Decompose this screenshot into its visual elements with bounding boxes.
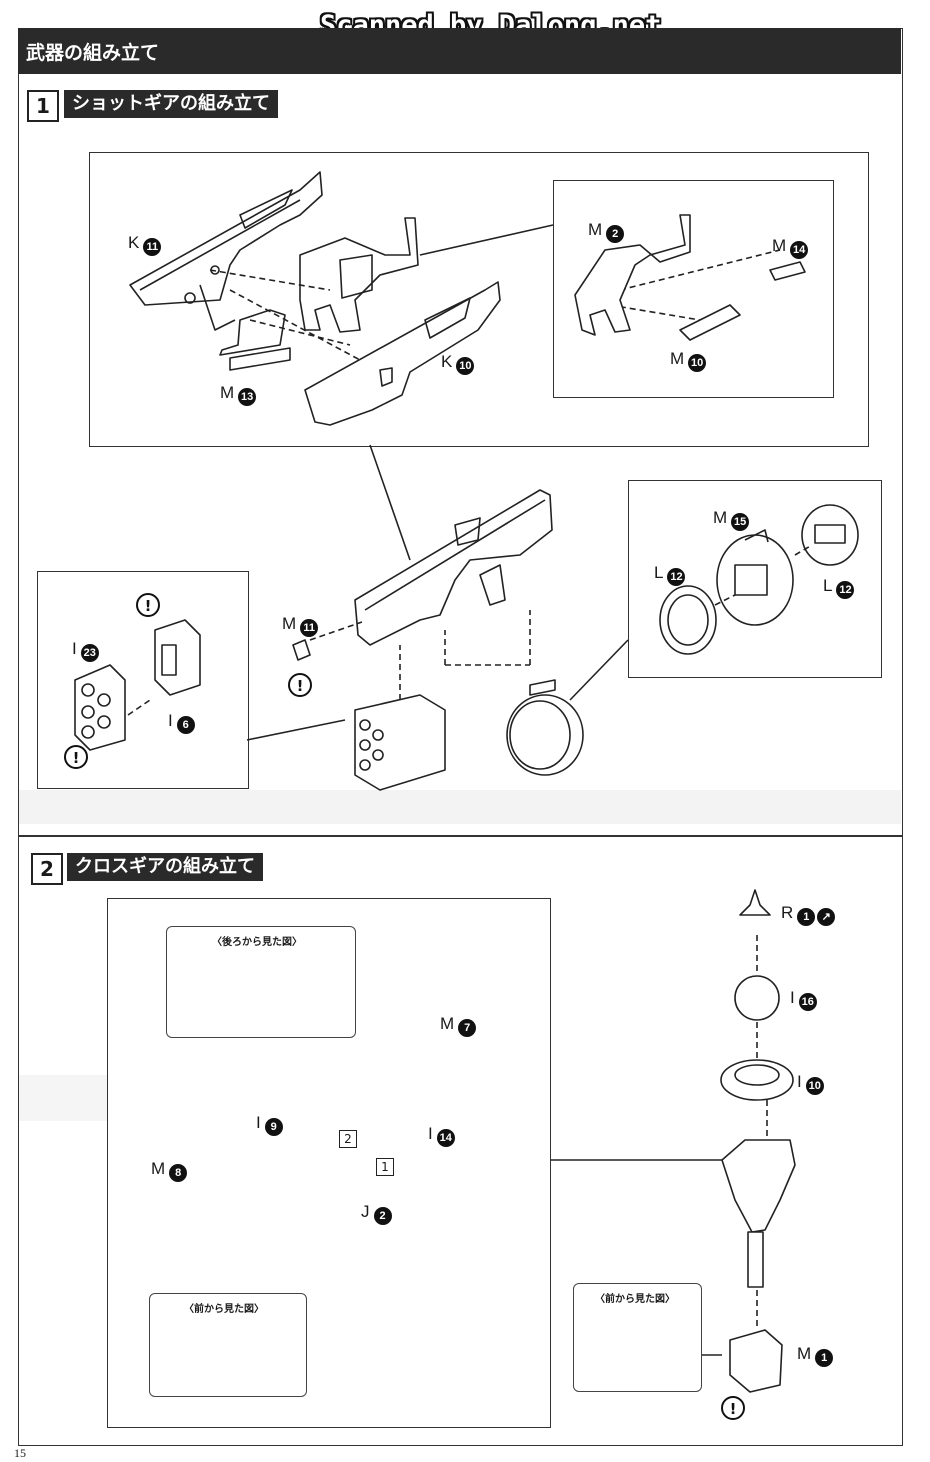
part-k10	[304, 281, 501, 426]
step-1-title: ショットギアの組み立て	[64, 90, 278, 118]
bleed-through-band	[18, 790, 901, 824]
part-drum	[506, 679, 584, 776]
part-m14	[769, 261, 806, 281]
front-view-box-a	[149, 1293, 307, 1397]
part-m11	[292, 639, 311, 661]
part-k11	[129, 171, 323, 331]
part-i16	[734, 975, 780, 1021]
svg-text:!: !	[145, 597, 152, 615]
svg-text:!: !	[730, 1400, 737, 1418]
svg-text:!: !	[297, 677, 304, 695]
back-view-caption: 〈後ろから見た図〉	[212, 937, 302, 948]
section-header: 武器の組み立て	[18, 28, 901, 74]
section-title: 武器の組み立て	[26, 42, 160, 64]
part-i23	[74, 664, 126, 751]
part-m2	[574, 214, 691, 336]
front-view-caption-a: 〈前から見た図〉	[184, 1304, 264, 1315]
step-divider	[18, 835, 902, 837]
part-m10	[679, 304, 741, 341]
order-marker-2: 2	[339, 1130, 357, 1148]
part-l12-ring	[659, 585, 717, 655]
step-2-title: クロスギアの組み立て	[67, 853, 263, 881]
part-cartridge	[354, 694, 446, 791]
back-view-box	[166, 926, 356, 1038]
step-2-number: 2	[31, 853, 63, 885]
part-r1	[739, 889, 771, 916]
part-trigger-housing	[299, 217, 419, 333]
front-view-caption-b: 〈前から見た図〉	[595, 1294, 675, 1305]
part-i6	[154, 619, 201, 696]
page-number: 15	[14, 1446, 26, 1460]
order-marker-1: 1	[376, 1158, 394, 1176]
part-tower-body	[721, 1139, 796, 1288]
part-i10	[720, 1059, 794, 1101]
part-m13	[219, 309, 291, 371]
assembled-gun	[354, 489, 553, 646]
svg-text:!: !	[73, 749, 80, 767]
part-m1	[729, 1329, 783, 1393]
step-1-number: 1	[27, 90, 59, 122]
part-l12-cap	[801, 504, 859, 566]
part-m15	[716, 529, 794, 626]
front-view-box-b	[573, 1283, 702, 1392]
